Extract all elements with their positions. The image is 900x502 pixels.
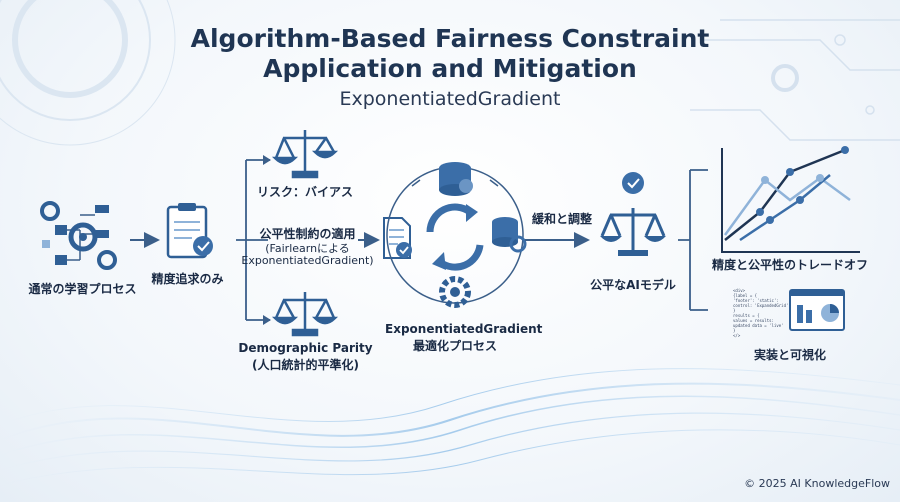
code-line: control: 'ExpandedGrid' [733,303,789,308]
optimization-cycle-icon [386,162,527,308]
copyright: © 2025 AI KnowledgeFlow [744,477,890,490]
label-fairness-apply-sub1: (Fairlearnによる [265,242,350,255]
code-line: updated data = 'live' [733,323,784,328]
label-demographic-parity-jp: (人口統計的平準化) [252,358,359,372]
code-line: results = { [733,313,760,318]
code-line: } [733,308,736,313]
title-line-1: Algorithm-Based Fairness Constraint [190,24,710,53]
branch-connector-1 [236,159,270,321]
label-accuracy-only: 精度追求のみ [151,272,224,286]
label-normal-process: 通常の学習プロセス [28,282,137,296]
label-implementation: 実装と可視化 [753,348,826,362]
code-snippet: <div> {label = { 'footer': 'static': con… [733,288,788,338]
label-fairness-apply: 公平性制約の適用 [259,227,356,241]
code-dashboard-icon [789,289,845,331]
decor-waves [0,368,900,486]
code-line: </> [733,333,741,338]
branch-connector-2 [678,169,708,311]
document-check-icon [383,217,412,259]
label-fairness-apply-sub2: ExponentiatedGradient) [241,254,374,267]
title-line-2: Application and Mitigation [263,54,637,83]
code-line: } [733,328,736,333]
clipboard-check-icon [166,203,213,259]
code-line: <div> [733,288,746,293]
gears-network-icon [40,201,117,270]
decor-rings [0,0,176,146]
label-mitigation: 緩和と調整 [531,212,592,226]
code-line: values = results: [733,318,774,323]
scales-bias-icon [271,130,339,179]
label-optimization: ExponentiatedGradient [385,322,543,336]
fair-model-scales-icon [600,172,666,256]
code-line: 'footer': 'static': [733,298,779,303]
label-optimization-jp: 最適化プロセス [412,339,497,353]
label-tradeoff: 精度と公平性のトレードオフ [711,258,868,272]
label-fair-model: 公平なAIモデル [590,278,676,292]
decor-circuit [690,19,900,141]
tradeoff-chart-icon [721,146,860,253]
scales-parity-icon [271,292,339,337]
label-demographic-parity: Demographic Parity [238,341,373,355]
code-line: {label = { [733,293,758,298]
subtitle: ExponentiatedGradient [339,88,561,110]
label-risk-bias: リスク：バイアス [256,185,353,199]
